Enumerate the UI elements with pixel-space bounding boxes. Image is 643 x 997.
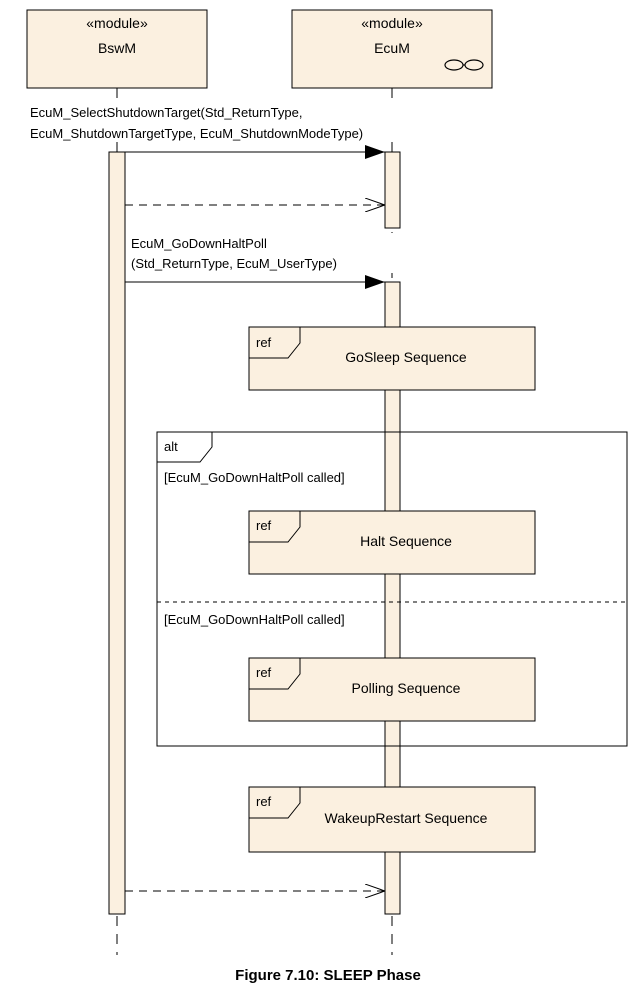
ref-gosleep-title: GoSleep Sequence <box>345 349 467 365</box>
ref-polling-title: Polling Sequence <box>352 680 461 696</box>
bswm-activation <box>108 151 126 915</box>
ref-halt-title: Halt Sequence <box>360 533 452 549</box>
alt-fragment: alt [EcuM_GoDownHaltPoll called] [EcuM_G… <box>156 431 628 747</box>
ecum-stereotype: «module» <box>361 15 423 31</box>
ecum-activation-2 <box>384 281 401 915</box>
ref-label: ref <box>256 665 272 680</box>
ecum-activation-1 <box>384 151 401 229</box>
ref-label: ref <box>256 335 272 350</box>
alt-guard-2: [EcuM_GoDownHaltPoll called] <box>164 612 345 627</box>
alt-guard-1: [EcuM_GoDownHaltPoll called] <box>164 470 345 485</box>
ref-wakeuprestart-sequence: ref WakeupRestart Sequence <box>248 786 536 853</box>
alt-label: alt <box>164 439 178 454</box>
bswm-name: BswM <box>98 40 136 56</box>
bswm-stereotype: «module» <box>86 15 148 31</box>
ref-halt-sequence: ref Halt Sequence <box>248 510 536 575</box>
message-2-line-1: EcuM_GoDownHaltPoll <box>131 236 267 251</box>
ref-gosleep-sequence: ref GoSleep Sequence <box>248 326 536 391</box>
message-1-line-1: EcuM_SelectShutdownTarget(Std_ReturnType… <box>30 105 302 120</box>
message-go-down-halt-poll: EcuM_GoDownHaltPoll (Std_ReturnType, Ecu… <box>125 233 396 289</box>
message-2-line-2: (Std_ReturnType, EcuM_UserType) <box>131 256 337 271</box>
participant-ecum: «module» EcuM <box>291 9 493 89</box>
ref-wakeuprestart-title: WakeupRestart Sequence <box>325 810 488 826</box>
message-select-shutdown-target: EcuM_SelectShutdownTarget(Std_ReturnType… <box>28 102 466 159</box>
message-1-line-2: EcuM_ShutdownTargetType, EcuM_ShutdownMo… <box>30 126 363 141</box>
ref-polling-sequence: ref Polling Sequence <box>248 657 536 722</box>
ref-label: ref <box>256 794 272 809</box>
ref-label: ref <box>256 518 272 533</box>
subsystem-icon <box>444 59 484 71</box>
participant-bswm: «module» BswM <box>26 9 208 89</box>
ecum-name: EcuM <box>374 40 410 56</box>
figure-caption: Figure 7.10: SLEEP Phase <box>235 967 421 984</box>
